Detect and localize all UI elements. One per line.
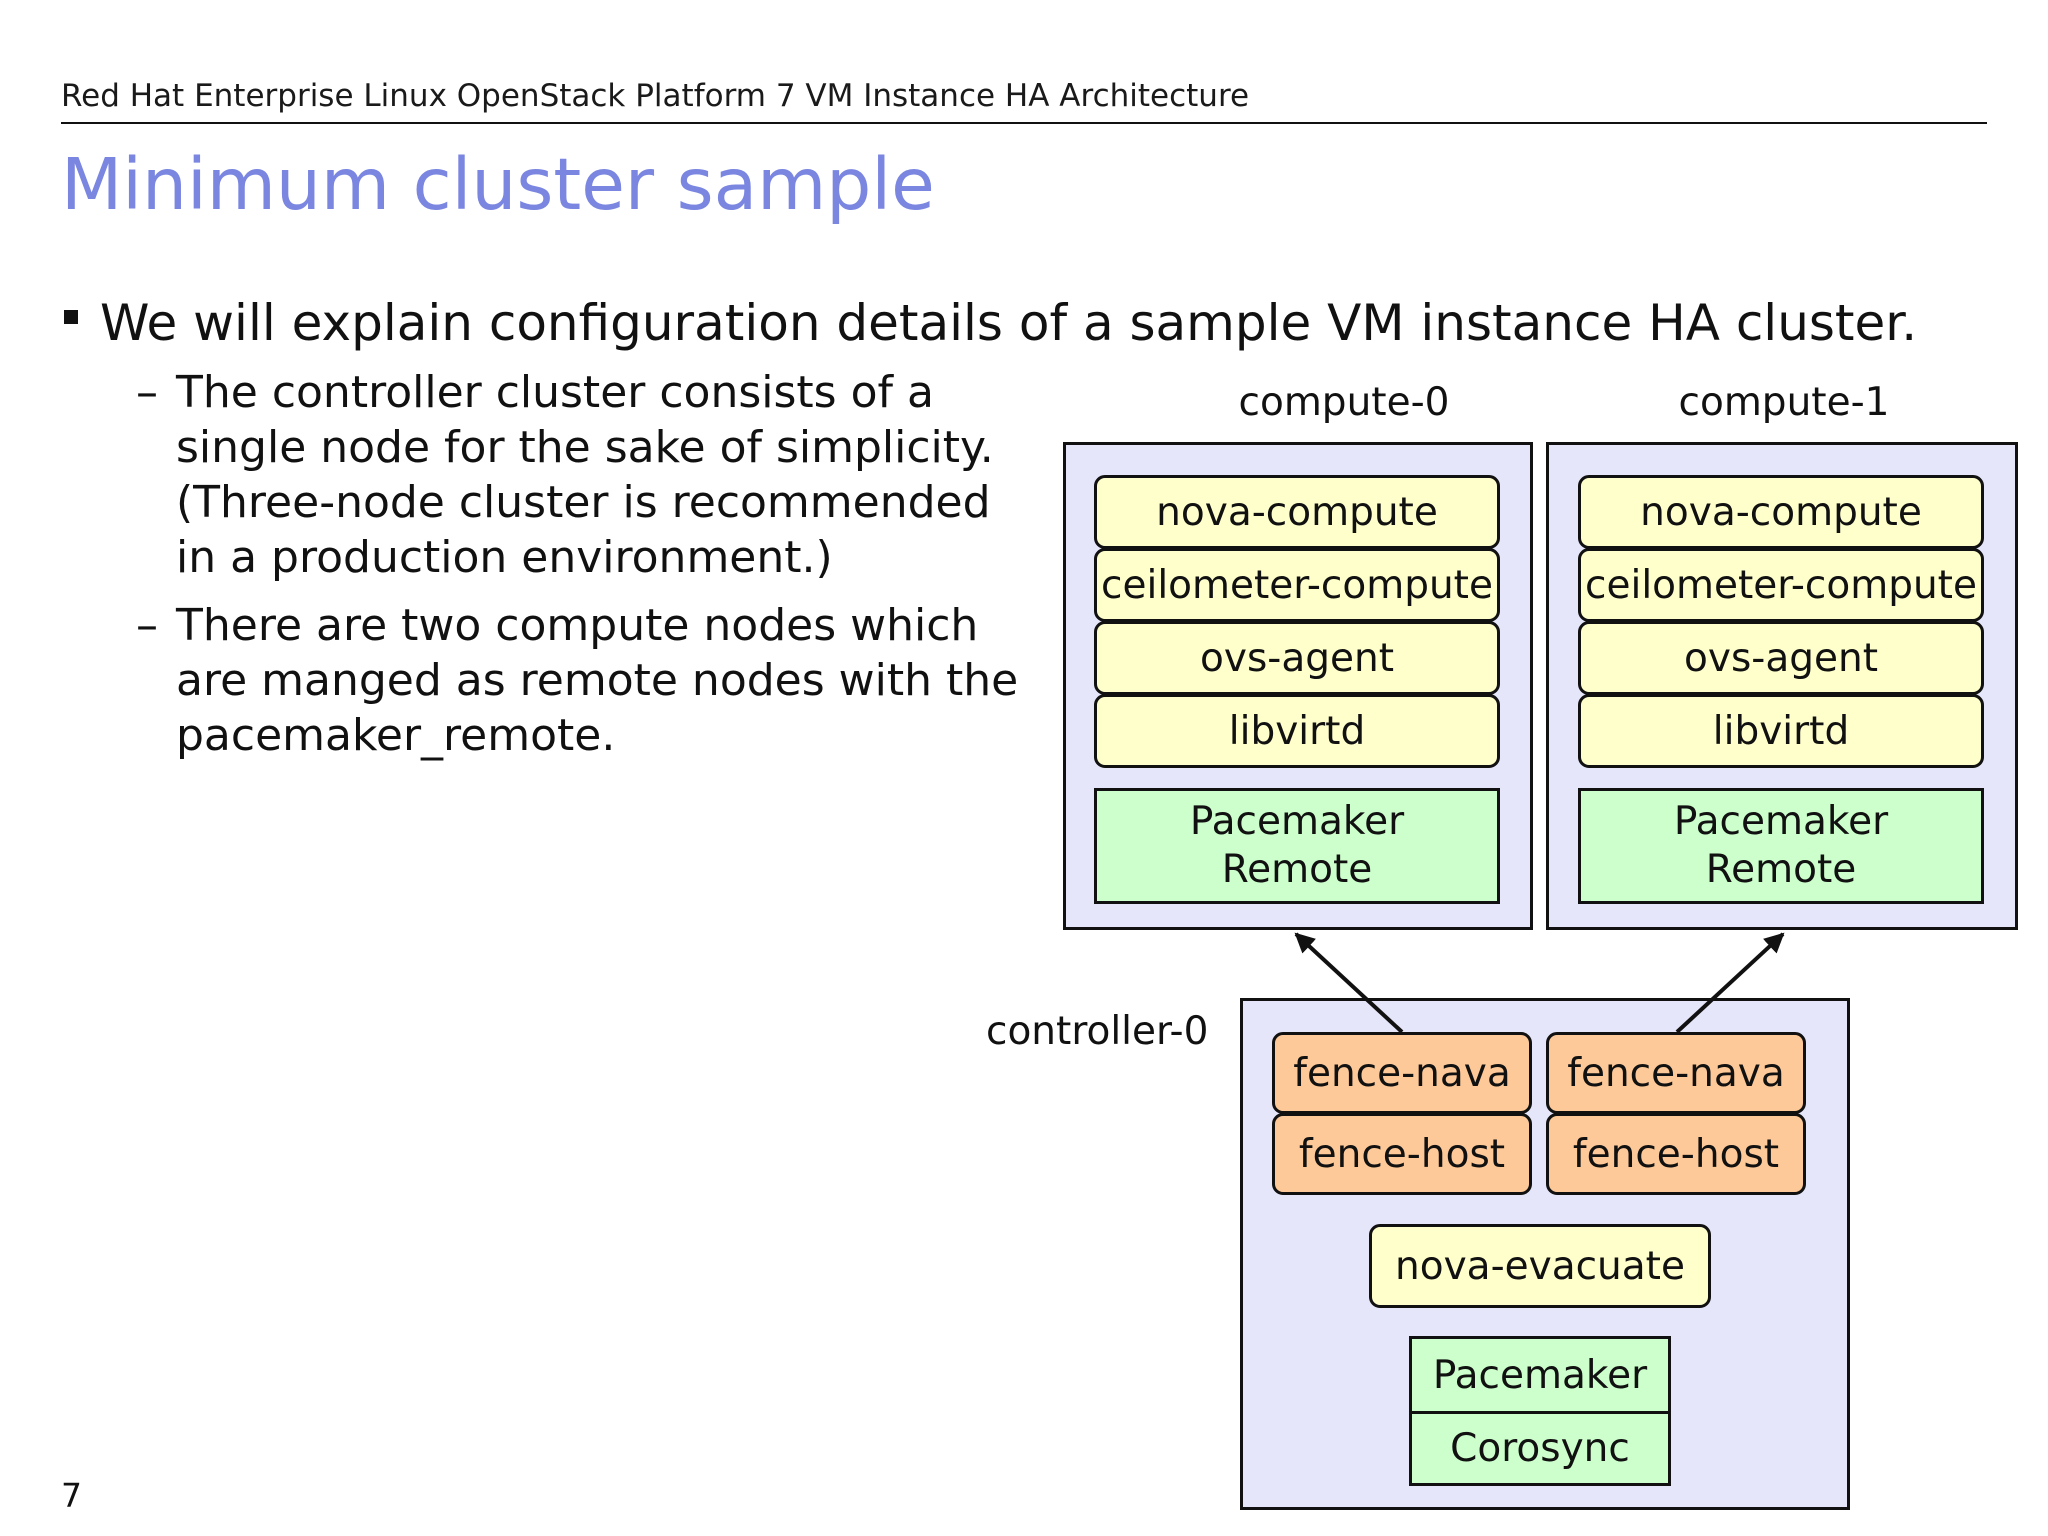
- slide-title: Minimum cluster sample: [61, 143, 935, 226]
- sub-bullet-2-line-2: are manged as remote nodes with the: [176, 655, 1019, 706]
- ovs-agent-service: ovs-agent: [1578, 621, 1984, 695]
- ceilometer-compute-service: ceilometer-compute: [1094, 548, 1500, 622]
- pacemaker-remote-line-1: Pacemaker: [1673, 799, 1889, 844]
- sub-bullet-1-line-2: single node for the sake of simplicity.: [176, 422, 994, 473]
- sub-bullet-1-line-1: The controller cluster consists of a: [176, 367, 934, 418]
- header-title: Red Hat Enterprise Linux OpenStack Platf…: [61, 78, 1250, 114]
- arrow-to-compute-1: [1675, 932, 1785, 1034]
- ovs-agent-service: ovs-agent: [1094, 621, 1500, 695]
- nova-compute-service: nova-compute: [1578, 475, 1984, 549]
- pacemaker-remote-line-2: Remote: [1705, 847, 1857, 892]
- fence-nava-left: fence-nava: [1272, 1032, 1532, 1114]
- libvirtd-service: libvirtd: [1094, 694, 1500, 768]
- header-divider: [61, 122, 1987, 124]
- sub-bullet-1-line-3: (Three-node cluster is recommended: [176, 477, 991, 528]
- compute-1-label: compute-1: [1678, 380, 1890, 425]
- ceilometer-compute-service: ceilometer-compute: [1578, 548, 1984, 622]
- sub-bullet-2-line-1: There are two compute nodes which: [176, 600, 979, 651]
- bullet-square-icon: [64, 310, 78, 324]
- nova-evacuate-service: nova-evacuate: [1369, 1224, 1711, 1308]
- fence-host-left: fence-host: [1272, 1113, 1532, 1195]
- arrow-to-compute-0: [1294, 932, 1404, 1034]
- pacemaker-box: Pacemaker: [1409, 1336, 1671, 1414]
- controller-0-label: controller-0: [986, 1009, 1209, 1054]
- corosync-box: Corosync: [1409, 1411, 1671, 1486]
- fence-host-right: fence-host: [1546, 1113, 1806, 1195]
- pacemaker-remote-line-2: Remote: [1221, 847, 1373, 892]
- sub-bullet-2-line-3: pacemaker_remote.: [176, 710, 616, 761]
- bullet-main: We will explain configuration details of…: [100, 294, 1918, 352]
- page-number: 7: [61, 1476, 82, 1515]
- compute-0-label: compute-0: [1238, 380, 1450, 425]
- pacemaker-remote-box: Pacemaker Remote: [1578, 788, 1984, 904]
- sub-bullet-1-line-4: in a production environment.): [176, 532, 833, 583]
- pacemaker-remote-box: Pacemaker Remote: [1094, 788, 1500, 904]
- fence-nava-right: fence-nava: [1546, 1032, 1806, 1114]
- nova-compute-service: nova-compute: [1094, 475, 1500, 549]
- sub-bullet-dash: –: [136, 367, 158, 418]
- libvirtd-service: libvirtd: [1578, 694, 1984, 768]
- pacemaker-remote-line-1: Pacemaker: [1189, 799, 1405, 844]
- sub-bullet-dash: –: [136, 600, 158, 651]
